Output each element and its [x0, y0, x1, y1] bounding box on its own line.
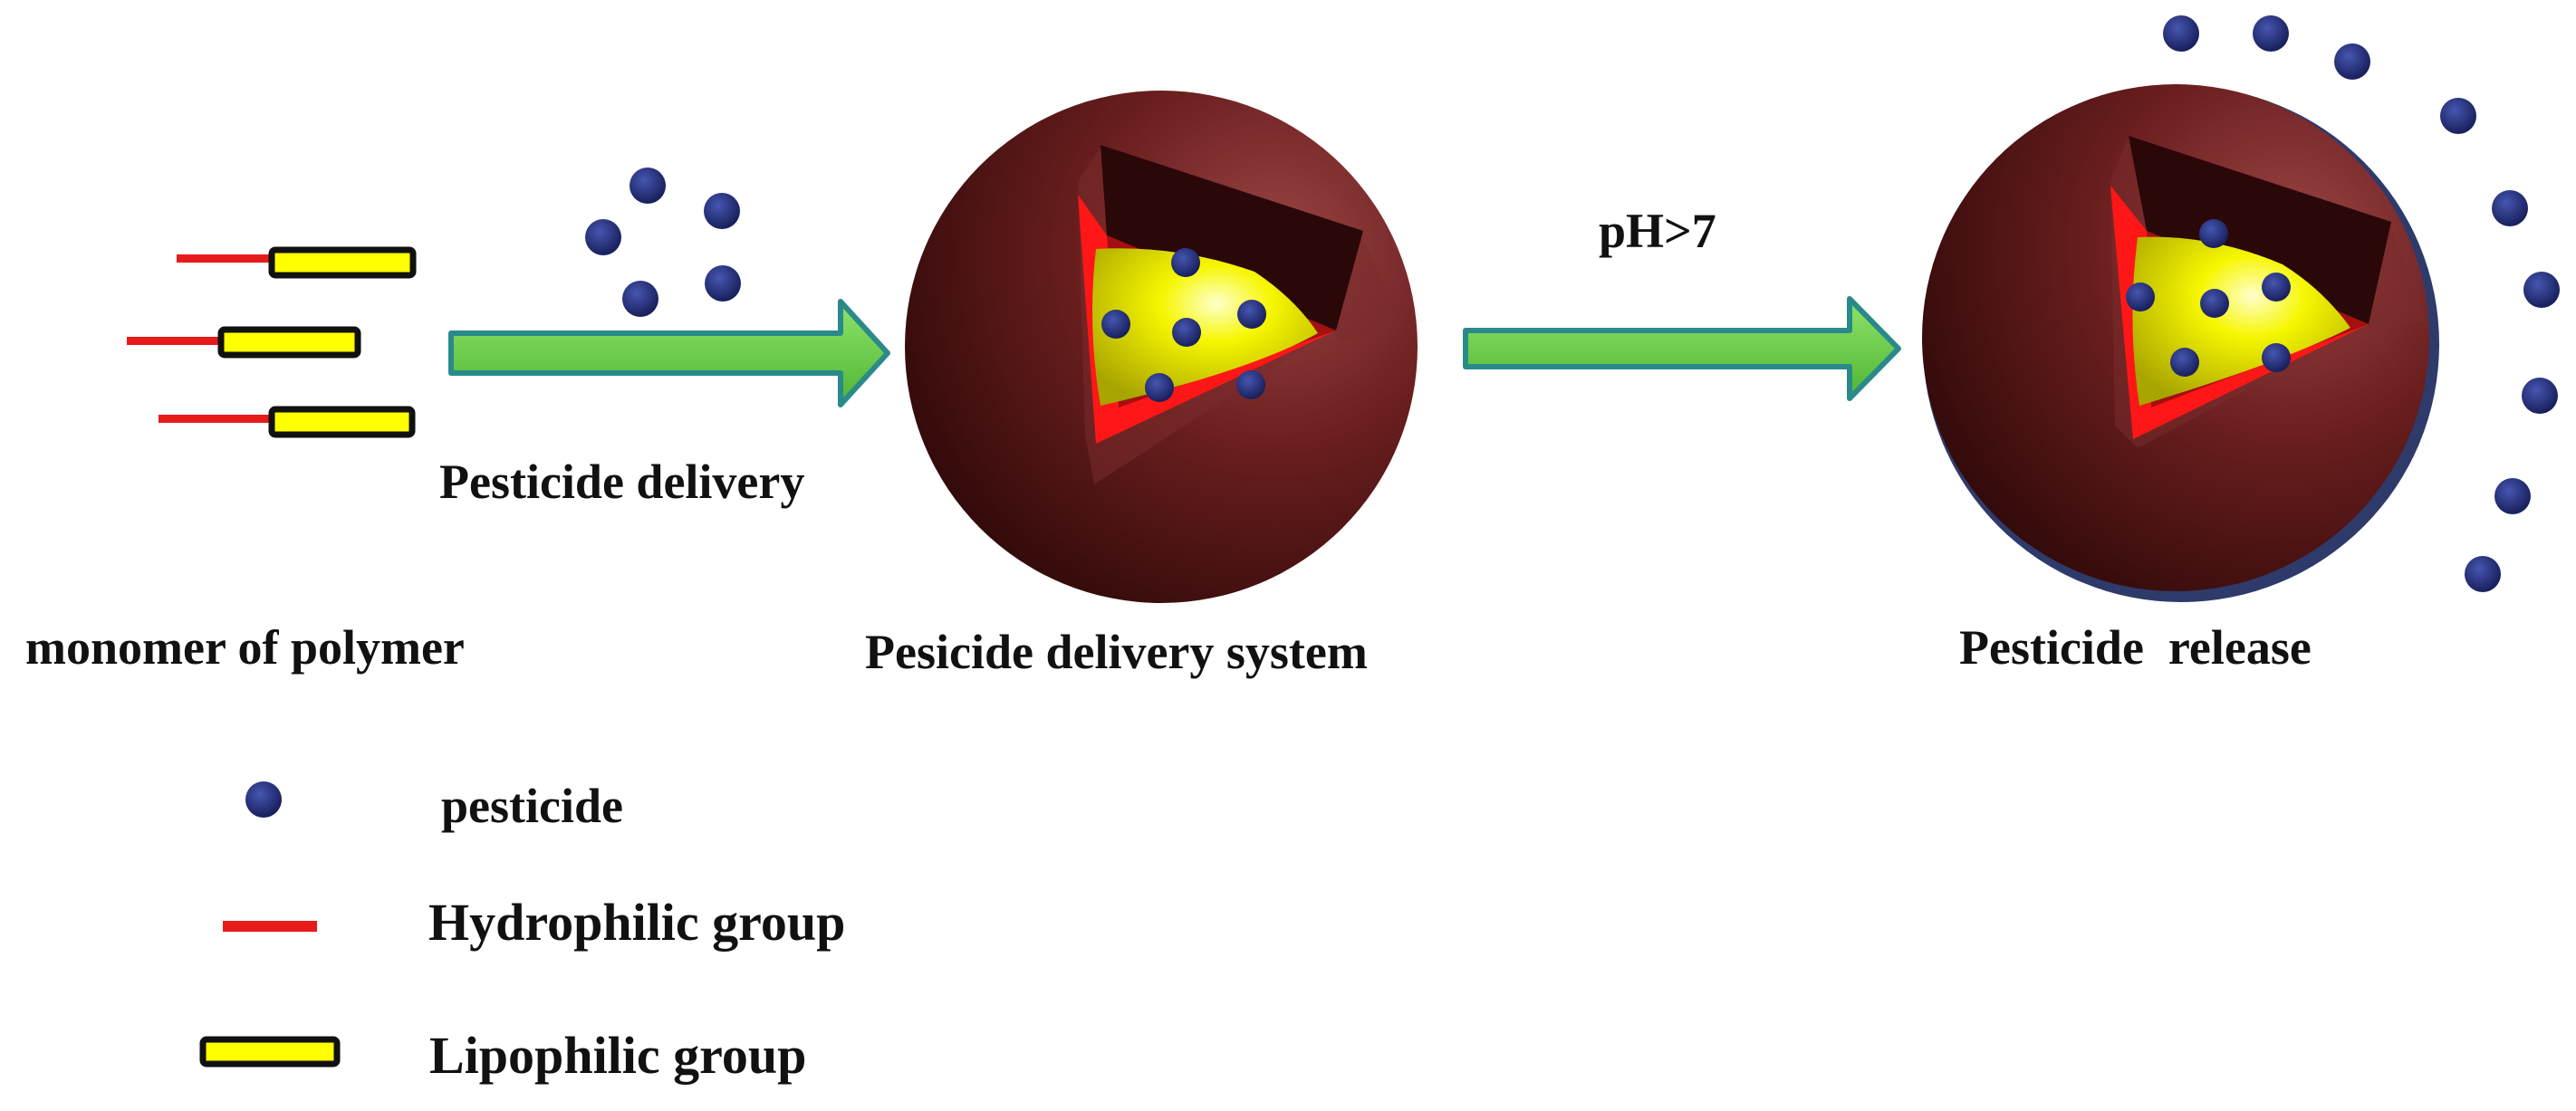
pesticide-dot	[2492, 190, 2528, 226]
label-delivery-system: Pesicide delivery system	[865, 625, 1368, 679]
legend-hydrophilic-label: Hydrophilic group	[428, 893, 846, 952]
hydrophilic-tail	[177, 254, 272, 263]
lipophilic-head	[217, 326, 361, 359]
pesticide-dot	[2163, 15, 2199, 52]
hydrophilic-tail	[159, 415, 272, 423]
pesticide-dot	[1236, 370, 1265, 399]
delivery-arrow	[448, 299, 890, 407]
lipophilic-head	[268, 406, 416, 438]
pesticide-dot	[1172, 318, 1201, 347]
hydrophilic-tail	[127, 337, 221, 345]
pesticide-dot	[1145, 373, 1174, 402]
pesticide-dot	[1101, 310, 1130, 339]
nanoparticle-loaded	[905, 91, 1418, 603]
pesticide-dot	[585, 219, 621, 255]
label-ph-condition: pH>7	[1599, 204, 1716, 258]
release-arrow	[1463, 296, 1901, 401]
monomer-3	[159, 406, 416, 438]
legend-pesticide-label: pesticide	[441, 779, 623, 833]
pesticide-dot	[2494, 478, 2531, 514]
pesticide-dot	[705, 265, 741, 302]
pesticide-dot	[2253, 15, 2289, 52]
pesticide-dot	[2262, 273, 2291, 302]
pesticide-dot	[2523, 272, 2560, 308]
pesticide-dot	[2522, 378, 2558, 414]
label-release: Pesticide release	[1959, 620, 2312, 675]
pesticide-dot	[2440, 98, 2476, 134]
pesticide-dot	[630, 168, 666, 204]
shell-inner-dark	[1101, 145, 1363, 330]
nanoparticle-releasing	[1922, 84, 2439, 602]
free-pesticides	[585, 168, 741, 317]
pesticide-dot	[622, 281, 658, 317]
legend-lipophilic-label: Lipophilic group	[429, 1026, 807, 1085]
released-pesticides	[2163, 15, 2560, 592]
pesticide-dot	[2465, 556, 2501, 592]
pesticide-dot	[2199, 219, 2228, 248]
monomer-2	[127, 326, 361, 359]
lipophilic-head	[268, 246, 417, 279]
pesticide-dot	[1171, 248, 1200, 277]
shell-inner-dark	[2129, 136, 2391, 324]
label-delivery-arrow: Pesticide delivery	[439, 455, 805, 509]
pesticide-dot	[704, 193, 740, 229]
pesticide-dot	[2126, 283, 2155, 311]
pesticide-dot	[2334, 43, 2370, 80]
legend-lipophilic-symbol	[199, 1036, 341, 1068]
pesticide-dot	[2170, 348, 2199, 377]
pesticide-dot	[2200, 289, 2229, 318]
legend-pesticide-symbol	[245, 781, 282, 818]
monomer-1	[177, 246, 417, 279]
lipophilic-core	[1092, 248, 1318, 406]
legend-hydrophilic-symbol	[223, 921, 317, 932]
label-monomer: monomer of polymer	[25, 620, 465, 675]
pesticide-dot	[2262, 343, 2291, 372]
pesticide-dot	[1237, 300, 1266, 329]
